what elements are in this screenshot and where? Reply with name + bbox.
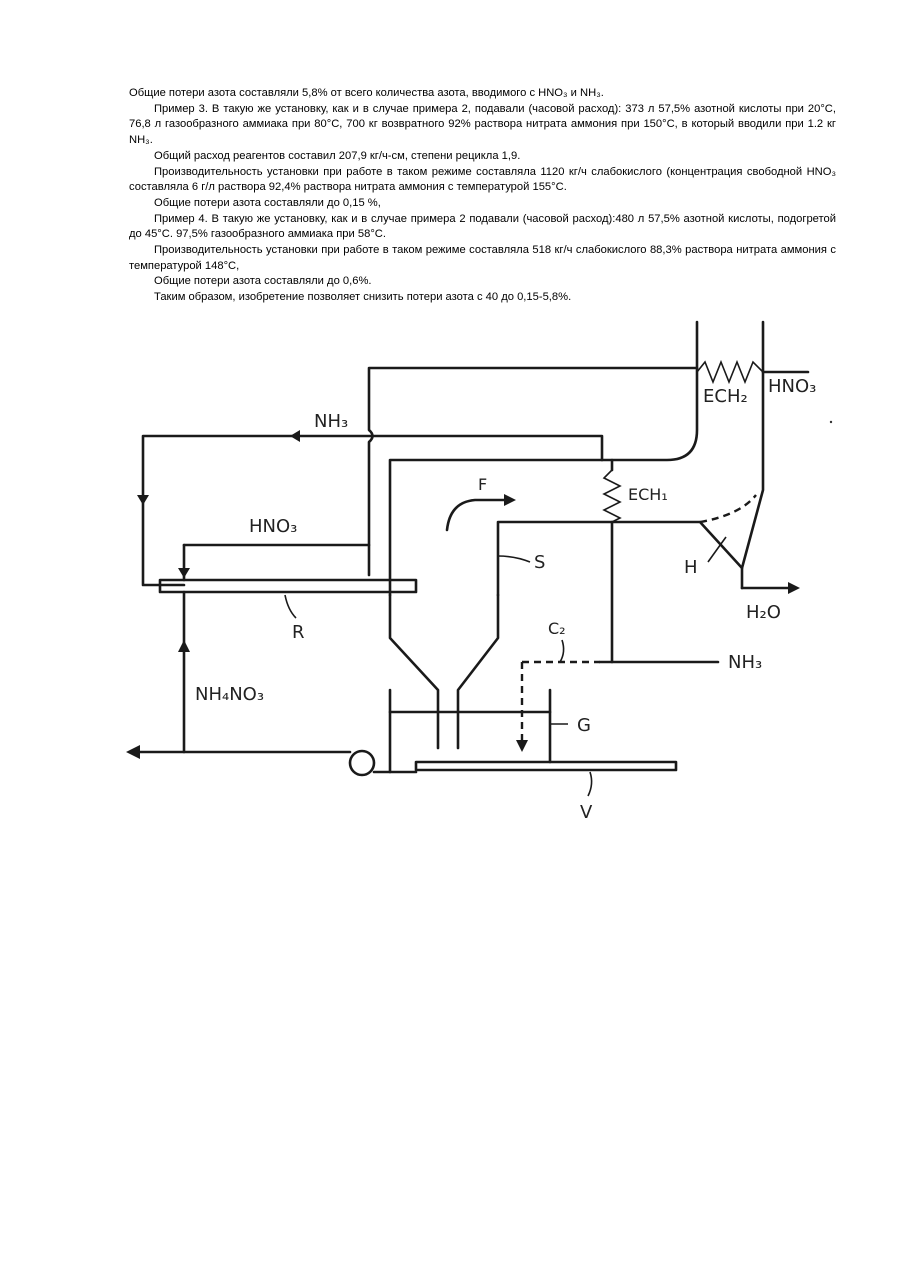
pump-icon	[350, 751, 374, 775]
label-h: H	[684, 557, 698, 578]
separator-left-wall	[390, 595, 438, 748]
label-f: F	[478, 475, 487, 494]
label-ech1: ECH₁	[628, 485, 668, 504]
label-ech2: ECH₂	[703, 386, 748, 407]
label-v: V	[580, 802, 593, 823]
v-pipe	[416, 762, 676, 770]
label-c2: C₂	[548, 619, 566, 638]
down-arrow-icon	[137, 495, 149, 505]
s-leader	[498, 556, 530, 562]
label-hno3-left: HNO₃	[249, 516, 297, 537]
hno3-feed-arrow-icon	[178, 568, 190, 578]
label-nh4no3: NH₄NO₃	[195, 684, 264, 705]
label-s: S	[534, 552, 545, 573]
v-leader	[588, 772, 592, 796]
label-nh3-right: NH₃	[728, 652, 762, 673]
label-hno3-top: HNO₃	[768, 376, 816, 397]
f-arrow-icon	[504, 494, 516, 506]
nh3-arrow-icon	[290, 430, 300, 442]
c2-drop-arrow-icon	[516, 740, 528, 752]
label-nh3-top: NH₃	[314, 411, 348, 432]
c2-leader	[560, 640, 564, 662]
up-arrow-icon	[178, 640, 190, 652]
h2o-arrow-icon	[788, 582, 800, 594]
nh3-feed-line	[369, 368, 697, 575]
label-g: G	[577, 715, 591, 736]
recycle-dashed-line	[700, 495, 756, 522]
f-arrow-curve	[447, 500, 505, 530]
ech1-coil	[604, 470, 620, 522]
ech2-coil	[697, 362, 763, 382]
r-leader	[285, 595, 296, 618]
label-h2o: H₂O	[746, 602, 781, 623]
separator-right-wall	[458, 595, 498, 748]
reactor-tube	[160, 580, 416, 592]
label-r: R	[292, 622, 305, 643]
speck	[830, 421, 832, 423]
outlet-arrow-icon	[126, 745, 140, 759]
